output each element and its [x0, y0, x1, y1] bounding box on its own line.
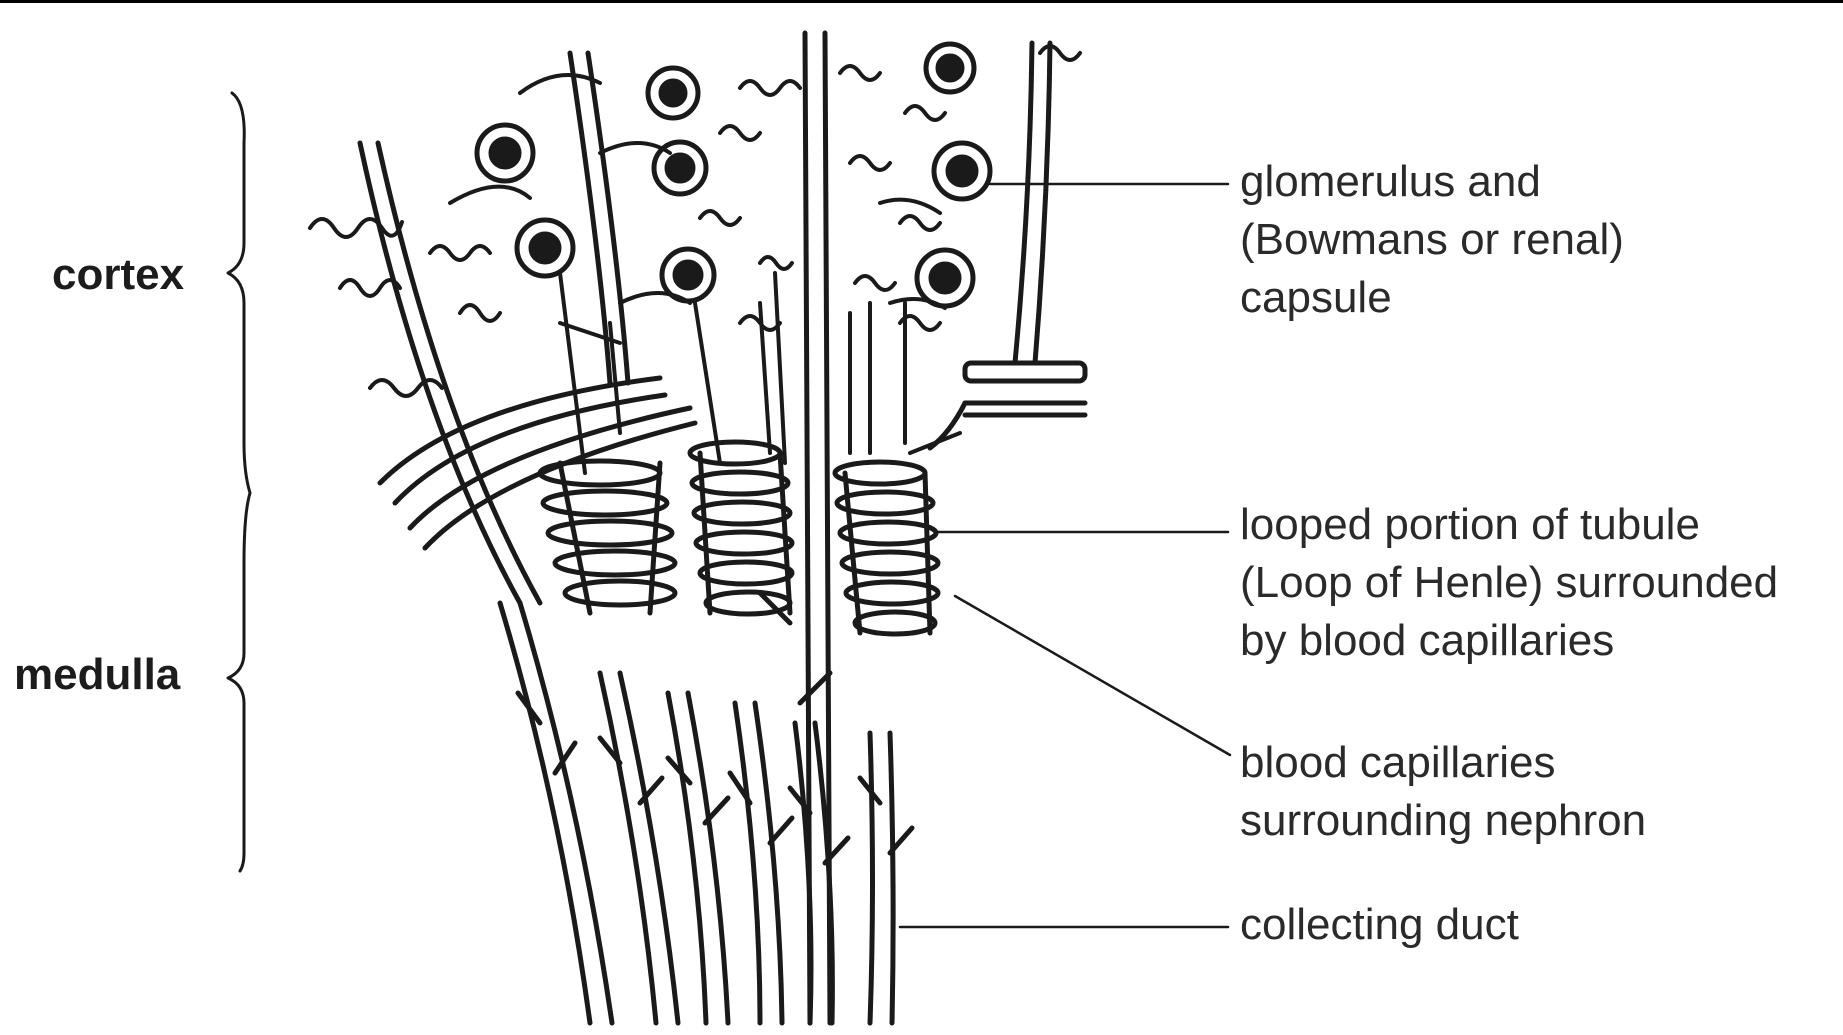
collecting-ducts [500, 603, 912, 1023]
diagram-panel: cortex medulla glomerulus and (Bowmans o… [0, 3, 1843, 1035]
loop-label-line-3: by blood capillaries [1240, 612, 1614, 669]
medulla-label: medulla [14, 646, 180, 703]
medulla-brace [228, 493, 250, 871]
cortex-brace [228, 93, 250, 493]
capillaries-label-line-1: blood capillaries [1240, 734, 1556, 791]
cortex-label: cortex [52, 246, 184, 303]
collecting-duct-label: collecting duct [1240, 896, 1519, 953]
glomeruli [477, 44, 990, 306]
arcuate-vessels [380, 363, 1085, 548]
loop-label-line-1: looped portion of tubule [1240, 496, 1700, 553]
capillaries-label-line-2: surrounding nephron [1240, 792, 1646, 849]
capillaries-pointer-line [955, 596, 1230, 755]
glomerulus-label-line-2: (Bowmans or renal) [1240, 211, 1624, 268]
glomerulus-label-line-3: capsule [1240, 269, 1392, 326]
loop-label-line-2: (Loop of Henle) surrounded [1240, 554, 1778, 611]
loops-of-henle [540, 442, 938, 634]
glomerulus-label-line-1: glomerulus and [1240, 153, 1541, 210]
